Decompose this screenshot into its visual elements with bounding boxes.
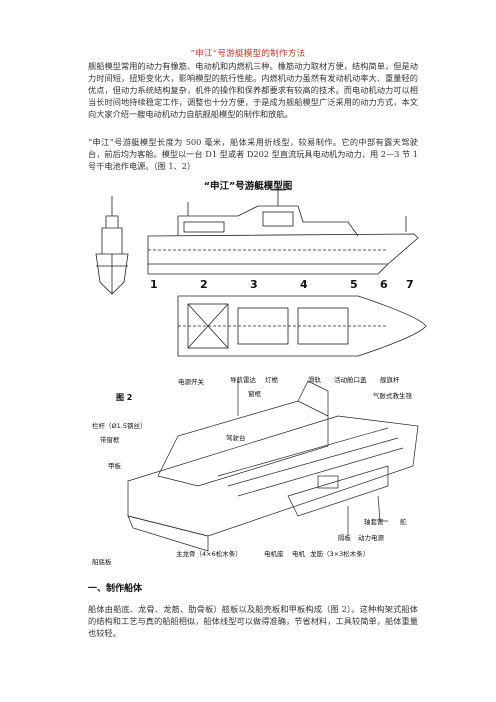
section-number-6: 6 [380,278,388,291]
label-rudder: 舵 [400,517,407,526]
paragraph-spec: “申江”号游艇模型长度为 500 毫米，船体采用折线型，较易制作。它的中部有露天… [88,137,418,171]
section-number-5: 5 [350,278,358,291]
label-flagpole: 舰旗杆 [380,375,400,384]
paragraph-section: 船体由船底、龙骨、龙筋、肋骨板）舷板以及船壳板和甲板构成（图 2）。这种构架式船… [88,604,418,638]
label-railing: 栏杆（Ø1.5钢丝） [92,421,146,430]
section-number-4: 4 [300,278,308,291]
section-heading: 一、制作船体 [88,584,143,594]
section-number-1: 1 [150,278,158,291]
document-title: “申江”号游艇模型的制作方法 [190,49,306,59]
label-shaft-tube: 轴套管 [364,517,384,526]
label-longeron: 龙筋（3×3松木条） [310,549,369,558]
label-liferaft: 气胀式救生筏 [373,391,413,400]
label-power-source: 动力电源 [358,533,385,542]
label-power-switch: 电源开关 [178,377,205,386]
label-mast: 窗框 [248,389,262,398]
section-numbers: 1 2 3 4 5 6 7 [150,278,414,291]
front-view-drawing [95,196,129,295]
label-light-mast: 灯桅 [265,375,279,384]
figure2-label: 图 2 [116,393,132,402]
plan-view-drawing [177,295,427,357]
boat-drawings: 1 2 3 4 5 6 7 图 2 [92,184,427,566]
label-bridge: 驾驶台 [226,433,246,442]
label-radar: 导航雷达 [230,375,257,384]
section-number-2: 2 [200,278,208,291]
cutaway-drawing [127,380,419,552]
label-slide-rail: 滑轨 [308,375,322,384]
label-window-frame: 带窗框 [100,435,120,444]
side-profile-drawing [147,184,419,275]
label-main-keel: 主龙骨（4×6松木条） [176,549,242,558]
cutaway-labels: 电源开关 导航雷达 灯桅 滑轨 活动舱口盖 舰旗杆 窗框 气胀式救生筏 栏杆（Ø… [92,375,413,566]
label-hatch-cover: 活动舱口盖 [334,375,367,384]
label-bulkhead: 隔板 [338,533,352,542]
paragraph-intro: 舰船模型常用的动力有橡筋、电动机和内燃机三种。橡筋动力取材方便，结构简单，但是动… [88,61,418,119]
section-number-3: 3 [250,278,258,291]
label-motor-base: 电机座 [264,549,284,558]
label-motor: 电机 [292,549,306,558]
figure1-title: “申江”号游艇模型图 [203,181,293,192]
label-deck: 甲板 [108,461,122,470]
label-bottom-plate: 船底板 [92,557,112,566]
section-number-7: 7 [406,278,414,291]
